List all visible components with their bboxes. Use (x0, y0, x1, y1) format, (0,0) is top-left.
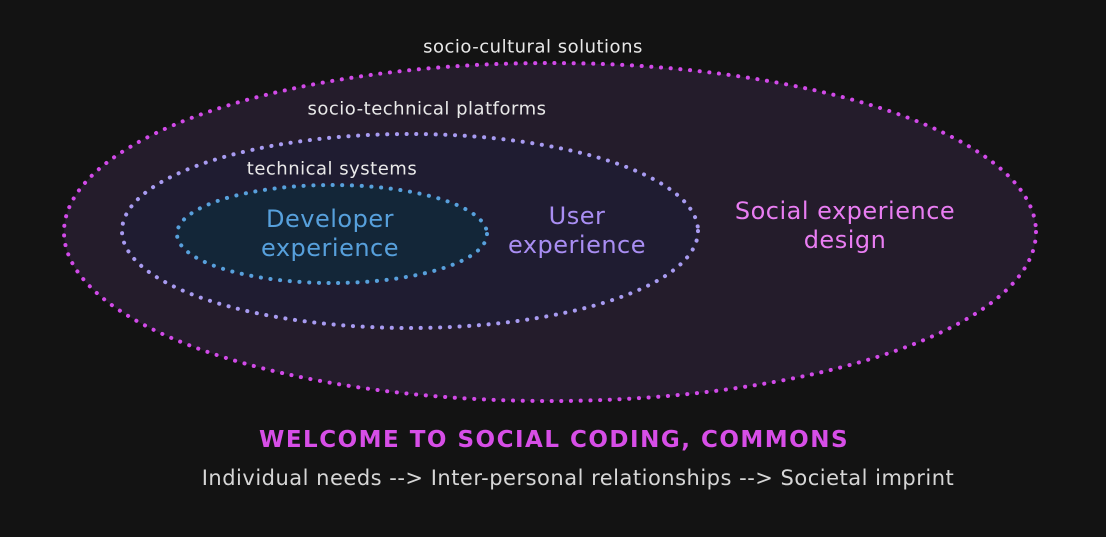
zone-label-line: experience (507, 231, 647, 259)
ring-technical-systems (175, 183, 489, 285)
zone-label-line: experience (260, 234, 400, 262)
ring-label-technical-systems: technical systems (246, 158, 418, 180)
zone-label-line: User (548, 202, 606, 230)
zone-label-developer-experience: Developer experience (261, 205, 399, 263)
zone-label-user-experience: User experience (508, 202, 646, 260)
zone-label-line: Social experience (734, 197, 956, 225)
zone-label-social-experience-design: Social experience design (735, 197, 955, 255)
ring-label-socio-cultural-solutions: socio-cultural solutions (423, 36, 643, 58)
zone-label-line: Developer (266, 205, 394, 233)
needs-relationships-imprint-caption: Individual needs --> Inter-personal rela… (201, 466, 955, 490)
welcome-headline: WELCOME TO SOCIAL CODING, COMMONS (258, 427, 850, 453)
ring-label-socio-technical-platforms: socio-technical platforms (307, 98, 547, 120)
zone-label-line: design (803, 226, 887, 254)
